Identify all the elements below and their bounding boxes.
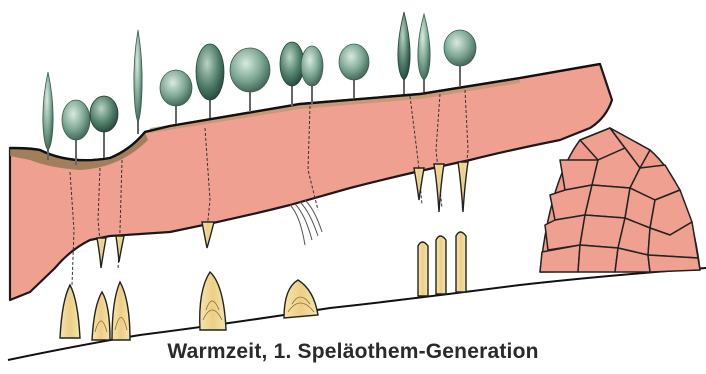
speleothem-icon	[418, 242, 428, 296]
tree-deciduous-icon	[196, 44, 224, 118]
speleothem-icon	[436, 236, 446, 294]
speleothem-icon	[92, 292, 110, 340]
speleothem-icon	[284, 280, 318, 318]
tree-cypress-icon	[134, 30, 142, 134]
tree-deciduous-icon	[62, 100, 90, 165]
tree-deciduous-icon	[301, 46, 323, 104]
speleothem-icon	[60, 285, 80, 338]
tree-deciduous-icon	[230, 48, 270, 112]
rubble-pile	[540, 128, 700, 272]
tree-deciduous-icon	[339, 44, 369, 98]
diagram-caption: Warmzeit, 1. Speläothem-Generation	[0, 340, 706, 364]
tree-deciduous-icon	[280, 42, 304, 106]
tree-deciduous-icon	[90, 96, 118, 158]
tree-deciduous-icon	[160, 70, 192, 124]
speleothem-icon	[112, 282, 130, 340]
tree-cypress-icon	[398, 12, 410, 94]
speleothem-icon	[456, 232, 466, 292]
tree-cypress-icon	[43, 72, 53, 160]
tree-cypress-icon	[418, 14, 430, 92]
tree-deciduous-icon	[444, 30, 476, 86]
